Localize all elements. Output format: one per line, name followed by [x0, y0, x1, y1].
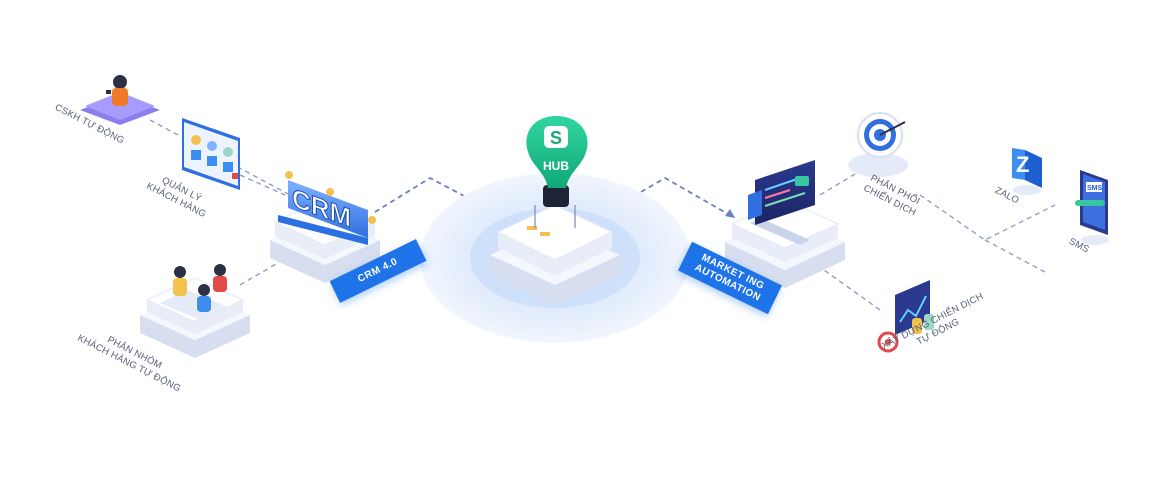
line-phanphoi-zalo-sms: [919, 194, 1056, 241]
crm-sign-plate: [288, 180, 368, 238]
arrow-to-marketing: [725, 209, 735, 218]
target-icon: [848, 112, 908, 177]
sms-phone-icon: SMS: [1075, 170, 1109, 245]
hub-bulb: S HUB: [526, 116, 588, 228]
laptop-base: [750, 218, 810, 245]
customer-board: [182, 118, 240, 190]
zalo-letter: Z: [1016, 152, 1029, 177]
chat-bubble-icon: [795, 176, 809, 186]
cskh-operator: [80, 75, 160, 125]
line-phanphoi-sms: [984, 239, 1046, 273]
crm-platform: CRM: [270, 171, 380, 283]
hub-label: HUB: [543, 159, 569, 173]
campaign-builder-icon: [877, 280, 934, 353]
sms-phone-text: SMS: [1087, 185, 1103, 192]
line-quanly-crm: [239, 174, 286, 196]
hub-platform: [490, 204, 620, 305]
hub-logo-letter: S: [550, 128, 562, 148]
zalo-icon: Z: [1012, 148, 1042, 195]
group-platform: [140, 264, 250, 358]
hub-logo-badge: [544, 126, 568, 148]
marketing-platform: [725, 160, 845, 288]
